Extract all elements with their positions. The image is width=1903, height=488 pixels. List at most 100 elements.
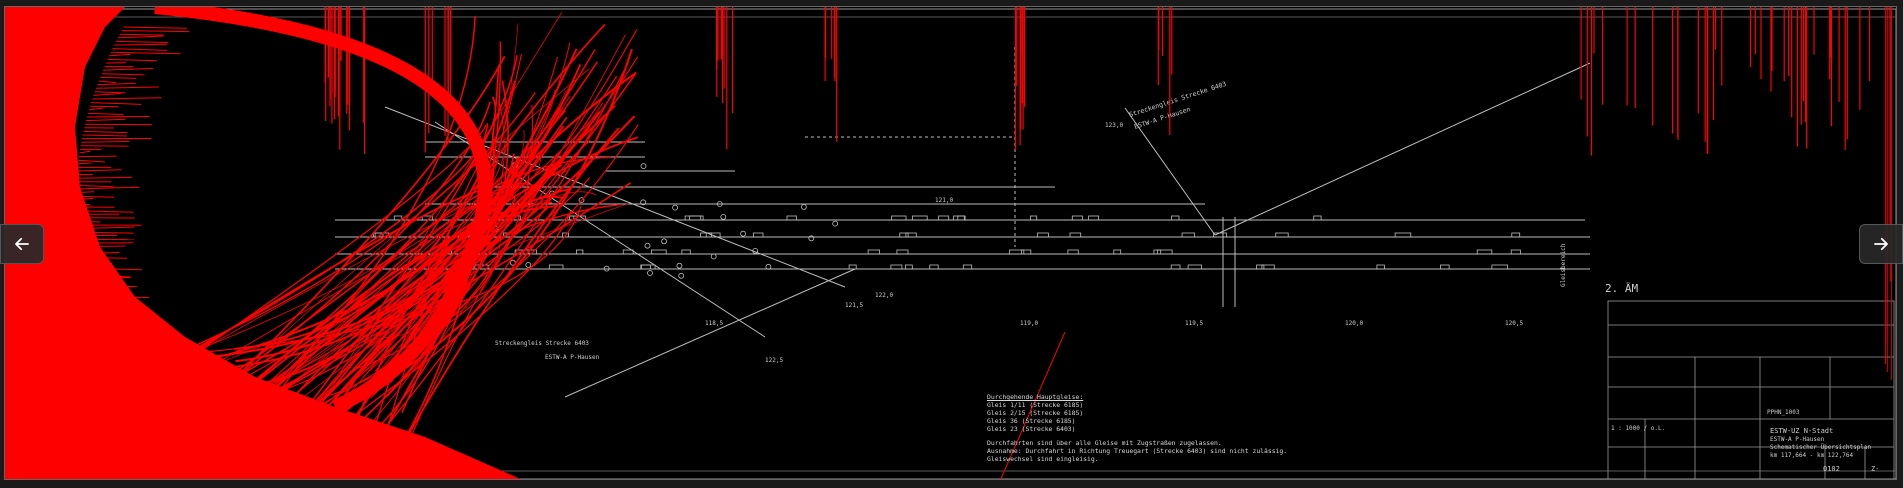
signal-marker [1510,249,1521,255]
red-spike [133,404,165,408]
red-spike [90,105,119,108]
red-sweep-curve [386,127,620,473]
red-spike [98,80,117,84]
signal-marker [1171,215,1180,221]
switch-marker [765,263,772,270]
signal-marker [641,264,651,270]
red-spike [82,276,130,280]
signal-marker [1313,215,1322,221]
switch-marker [640,163,647,170]
red-sweep-curve [363,201,553,343]
signal-marker [1157,249,1173,255]
revision-mark: 2. ÄM [1605,282,1638,295]
branch-line-northeast [1214,62,1591,236]
red-sweep-curve [220,15,476,444]
switch-marker [672,204,678,211]
signal-marker [1275,232,1289,238]
red-spike [88,112,124,116]
red-sweep-curve [203,199,496,350]
red-spike [85,289,111,292]
red-spike [78,251,120,255]
notes-line: Gleis 36 (Strecke 6185) [987,417,1076,425]
title-block-sheet-suffix: Z- [1871,465,1880,473]
signal-marker [905,232,917,238]
signal-marker [1511,232,1521,238]
red-sweep-curve [354,23,606,426]
km-label: 119,5 [1185,320,1203,327]
arrow-right-icon [1874,237,1888,251]
red-spike [107,354,133,357]
red-spike [138,410,163,413]
red-spike [86,118,126,122]
red-spike [93,318,153,321]
red-markup-overlay [5,7,1892,479]
title-block-project-code: PPHN_1003 [1767,409,1800,416]
red-sweep-curve [250,64,582,457]
red-spike [119,379,153,382]
diagonal-connector-1 [384,106,846,288]
red-spike [75,220,101,223]
title-block-title-1: ESTW-UZ N-Stadt [1770,427,1834,435]
signal-marker [1491,264,1509,270]
signal-marker [899,232,909,238]
signal-marker [684,215,702,221]
red-spike [83,130,128,134]
signal-marker [891,215,907,221]
signal-marker [548,264,564,270]
red-spike [89,302,109,305]
red-spike [110,51,181,55]
red-spike [88,299,106,302]
signal-marker [562,232,569,238]
red-sweep-curve [271,163,563,450]
red-spike [116,40,169,44]
red-spike [91,102,142,105]
red-spike [79,262,113,266]
red-spike [80,267,142,271]
km-label: 121,0 [935,197,953,204]
red-spike [81,140,130,143]
switch-marker [752,247,759,254]
switch-marker [676,262,683,269]
red-spike [75,226,135,230]
red-spike [142,418,208,420]
red-spike [76,176,132,179]
signal-marker [938,215,950,221]
signal-marker [848,264,857,270]
signal-marker [905,264,913,270]
km-label: 122,5 [765,357,783,364]
title-block-scale: 1 : 1000 / o.L. [1611,425,1666,432]
red-spike [106,349,166,352]
switch-marker [832,220,839,227]
signal-marker [957,215,965,221]
red-sweep-curve [210,124,639,459]
signal-marker [1187,264,1202,270]
red-spike [77,162,92,165]
red-sweep-curve [341,101,505,457]
previous-button[interactable] [0,224,44,264]
red-sweep-curve [186,55,506,426]
signal-marker [929,264,939,270]
red-sweep-curve [235,115,636,363]
notes-line: Gleis 23 (Strecke 6403) [987,425,1076,433]
signal-marker [890,264,903,270]
line-label-3: Streckengleis Strecke 6403 [495,340,589,347]
title-block-title-4: km 117,664 - km 122,764 [1770,452,1854,459]
signal-marker [1170,264,1181,270]
signal-marker [896,249,909,255]
switch-marker [801,203,807,210]
line-label-4: ESTW-A P-Hausen [545,354,600,361]
red-sweep-curve [245,48,633,447]
title-block-frame [1607,300,1895,479]
red-sweep-curve [341,105,616,391]
title-block-title-2: ESTW-A P-Hausen [1770,436,1825,443]
switch-marker [647,270,653,276]
switch-marker [661,238,667,245]
red-spike [75,184,114,188]
switch-marker [578,197,585,204]
red-spike [107,58,157,62]
branch-line-southwest [564,268,856,398]
red-spike [82,274,132,278]
next-button[interactable] [1859,224,1903,264]
red-spike [77,245,126,248]
red-sweep-curve [190,92,536,349]
